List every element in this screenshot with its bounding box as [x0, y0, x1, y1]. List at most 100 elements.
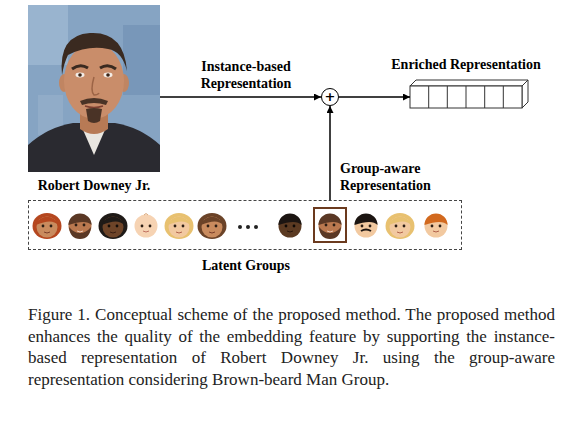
embedding-cells — [447, 86, 448, 108]
group-emojis — [33, 213, 62, 239]
group-emojis — [69, 214, 92, 240]
group-emojis — [325, 224, 328, 227]
group-emojis — [141, 225, 144, 228]
group-emojis — [279, 215, 302, 238]
group-emojis — [182, 225, 185, 228]
portrait-photo — [100, 66, 116, 69]
group-emojis — [397, 232, 403, 233]
embedding-cells — [522, 80, 528, 108]
group-emojis — [285, 225, 288, 228]
group-emojis — [69, 214, 92, 226]
group-emojis — [198, 213, 227, 239]
group-emojis — [207, 225, 210, 228]
group-emojis — [355, 214, 378, 226]
group-emojis — [165, 213, 194, 239]
portrait-photo — [92, 77, 99, 95]
embedding-cells — [428, 86, 429, 108]
group-emojis — [425, 214, 448, 226]
group-emojis — [254, 225, 258, 229]
group-emojis — [99, 213, 128, 239]
group-emojis — [168, 217, 190, 225]
group-emojis — [102, 217, 124, 225]
person-name: Robert Downey Jr. — [8, 177, 180, 194]
plus-sign: + — [322, 89, 338, 104]
group-emojis — [390, 217, 411, 238]
group-emojis — [327, 231, 333, 232]
group-emojis — [279, 214, 302, 226]
group-emojis — [279, 214, 302, 238]
group-emojis — [355, 214, 378, 238]
group-emojis — [149, 225, 152, 228]
portrait-photo — [28, 5, 160, 172]
group-emojis — [287, 231, 293, 232]
group-emojis — [50, 225, 53, 228]
group-emojis — [202, 217, 223, 238]
embedding-cells — [410, 80, 528, 86]
group-emojis — [355, 215, 378, 238]
group-emojis — [433, 231, 439, 232]
portrait-photo — [72, 66, 88, 69]
group-emojis — [135, 215, 158, 238]
group-emojis — [403, 225, 406, 228]
embedding-cells — [503, 86, 504, 108]
group-emojis — [386, 213, 415, 239]
edge-label: Group-aware Representation — [340, 160, 470, 194]
portrait-photo — [80, 98, 108, 105]
portrait-photo — [106, 73, 110, 77]
group-emojis — [99, 213, 128, 239]
group-emojis — [238, 225, 242, 229]
group-emojis — [36, 217, 58, 225]
label-anchor: Group-aware Representation — [340, 160, 470, 194]
group-emojis — [386, 213, 415, 239]
group-emojis — [425, 214, 448, 238]
group-emojis — [44, 232, 50, 233]
group-emojis — [215, 225, 218, 228]
group-emojis — [174, 225, 177, 228]
connector-arrow — [160, 96, 321, 98]
group-emojis — [293, 225, 296, 228]
group-emojis — [319, 214, 342, 240]
portrait-photo — [78, 73, 82, 77]
group-emojis — [83, 224, 86, 227]
embedding-vector: Enriched Representation — [410, 86, 522, 108]
portrait-photo — [64, 43, 124, 119]
group-emojis — [110, 232, 116, 233]
group-emojis — [165, 213, 194, 239]
portrait-photo — [85, 106, 103, 108]
sum-node: + — [321, 88, 339, 106]
group-emojis — [395, 225, 398, 228]
group-emojis — [361, 230, 371, 232]
group-emojis — [209, 232, 215, 233]
group-emojis — [369, 225, 372, 228]
group-emojis — [103, 217, 124, 238]
edge-label: Instance-based Representation — [176, 58, 316, 92]
caption-anchor: Figure 1. Conceptual scheme of the propo… — [28, 304, 555, 390]
group-emojis — [108, 225, 111, 228]
group-emojis — [319, 214, 342, 226]
embedding-cells — [466, 86, 467, 108]
group-emojis — [246, 225, 250, 229]
group-emojis — [198, 213, 227, 239]
group-emojis — [116, 225, 119, 228]
group-emojis — [33, 213, 62, 239]
group-emojis — [135, 214, 158, 238]
label-anchor: Instance-based Representation — [176, 58, 316, 92]
group-emojis — [201, 217, 223, 225]
figure-caption: Figure 1. Conceptual scheme of the propo… — [28, 304, 555, 390]
embedding-cells — [484, 86, 485, 108]
portrait-photo — [104, 73, 113, 78]
portrait-photo — [28, 5, 160, 172]
group-emojis — [77, 231, 83, 232]
vector-heading: Enriched Representation — [380, 56, 552, 73]
portrait-photo — [28, 5, 68, 65]
embedding-cells — [410, 86, 522, 108]
portrait-photo — [76, 73, 85, 78]
group-emojis — [37, 217, 58, 238]
embedding-cells — [410, 80, 528, 108]
group-emojis — [425, 215, 448, 238]
group-emojis — [431, 225, 434, 228]
group-emojis — [319, 227, 341, 239]
group-emojis — [42, 225, 45, 228]
group-emojis — [169, 217, 190, 238]
